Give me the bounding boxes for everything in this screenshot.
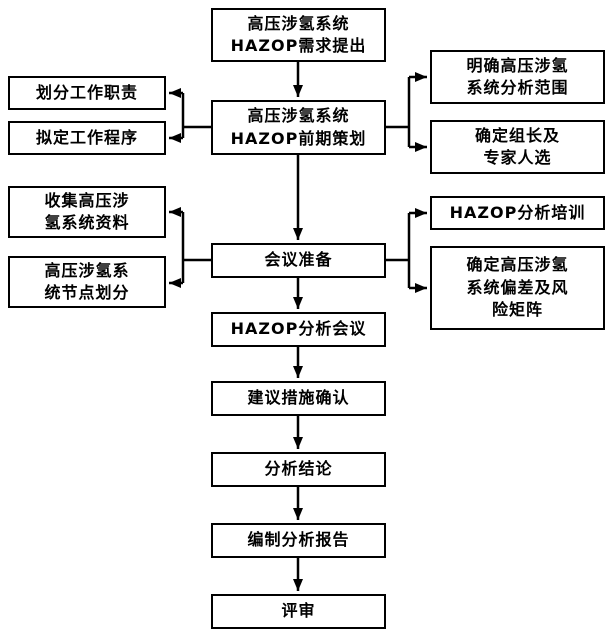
flow-node-hazop-analysis-meeting: HAZOP分析会议 <box>211 312 386 347</box>
flow-node-define-analysis-scope: 明确高压涉氢 系统分析范围 <box>430 50 605 104</box>
flow-node-hazop-requirement: 高压涉氢系统 HAZOP需求提出 <box>211 8 386 62</box>
flow-node-draft-work-procedure: 拟定工作程序 <box>8 121 166 155</box>
flow-node-select-leader-experts: 确定组长及 专家人选 <box>430 120 605 174</box>
flow-node-analysis-conclusion: 分析结论 <box>211 452 386 487</box>
flow-node-deviation-risk-matrix: 确定高压涉氢 系统偏差及风 险矩阵 <box>430 246 605 330</box>
flow-node-compile-analysis-report: 编制分析报告 <box>211 523 386 558</box>
flow-node-collect-system-data: 收集高压涉 氢系统资料 <box>8 186 166 238</box>
flow-node-divide-work-duties: 划分工作职责 <box>8 76 166 110</box>
flow-node-hazop-analysis-training: HAZOP分析培训 <box>430 196 605 230</box>
flow-node-hazop-early-planning: 高压涉氢系统 HAZOP前期策划 <box>211 100 386 155</box>
flow-node-review: 评审 <box>211 594 386 629</box>
flow-node-system-node-division: 高压涉氢系 统节点划分 <box>8 256 166 308</box>
flow-node-measures-confirmation: 建议措施确认 <box>211 381 386 416</box>
flow-node-meeting-preparation: 会议准备 <box>211 243 386 278</box>
